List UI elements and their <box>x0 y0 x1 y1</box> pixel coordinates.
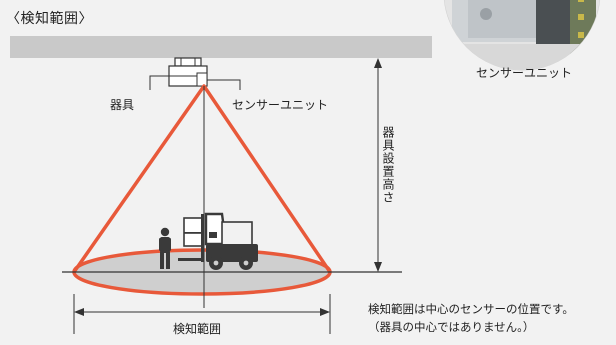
page-title: 〈検知範囲〉 <box>6 11 93 27</box>
forklift-silhouette <box>178 212 258 270</box>
sensor-unit-caption: センサーユニット <box>476 66 573 80</box>
height-dimension-arrow <box>374 58 382 272</box>
person-silhouette <box>159 227 171 269</box>
note-line-2: （器具の中心ではありません。） <box>368 320 535 334</box>
ceiling <box>10 36 432 58</box>
sensor-unit-photo <box>443 0 601 71</box>
fixture-label: 器具 <box>110 98 135 112</box>
fixture <box>168 57 208 87</box>
fixture-leader-line <box>149 75 170 90</box>
detection-range-label: 検知範囲 <box>173 322 222 336</box>
note-line-1: 検知範囲は中心のセンサーの位置です。 <box>368 302 574 316</box>
installation-height-label: 器具設置高さ <box>381 126 395 204</box>
note: 検知範囲は中心のセンサーの位置です。 （器具の中心ではありません。） <box>368 300 574 336</box>
sensor-leader-line <box>207 79 241 90</box>
sensor-label: センサーユニット <box>232 98 329 112</box>
range-dimension-arrow <box>73 294 331 334</box>
